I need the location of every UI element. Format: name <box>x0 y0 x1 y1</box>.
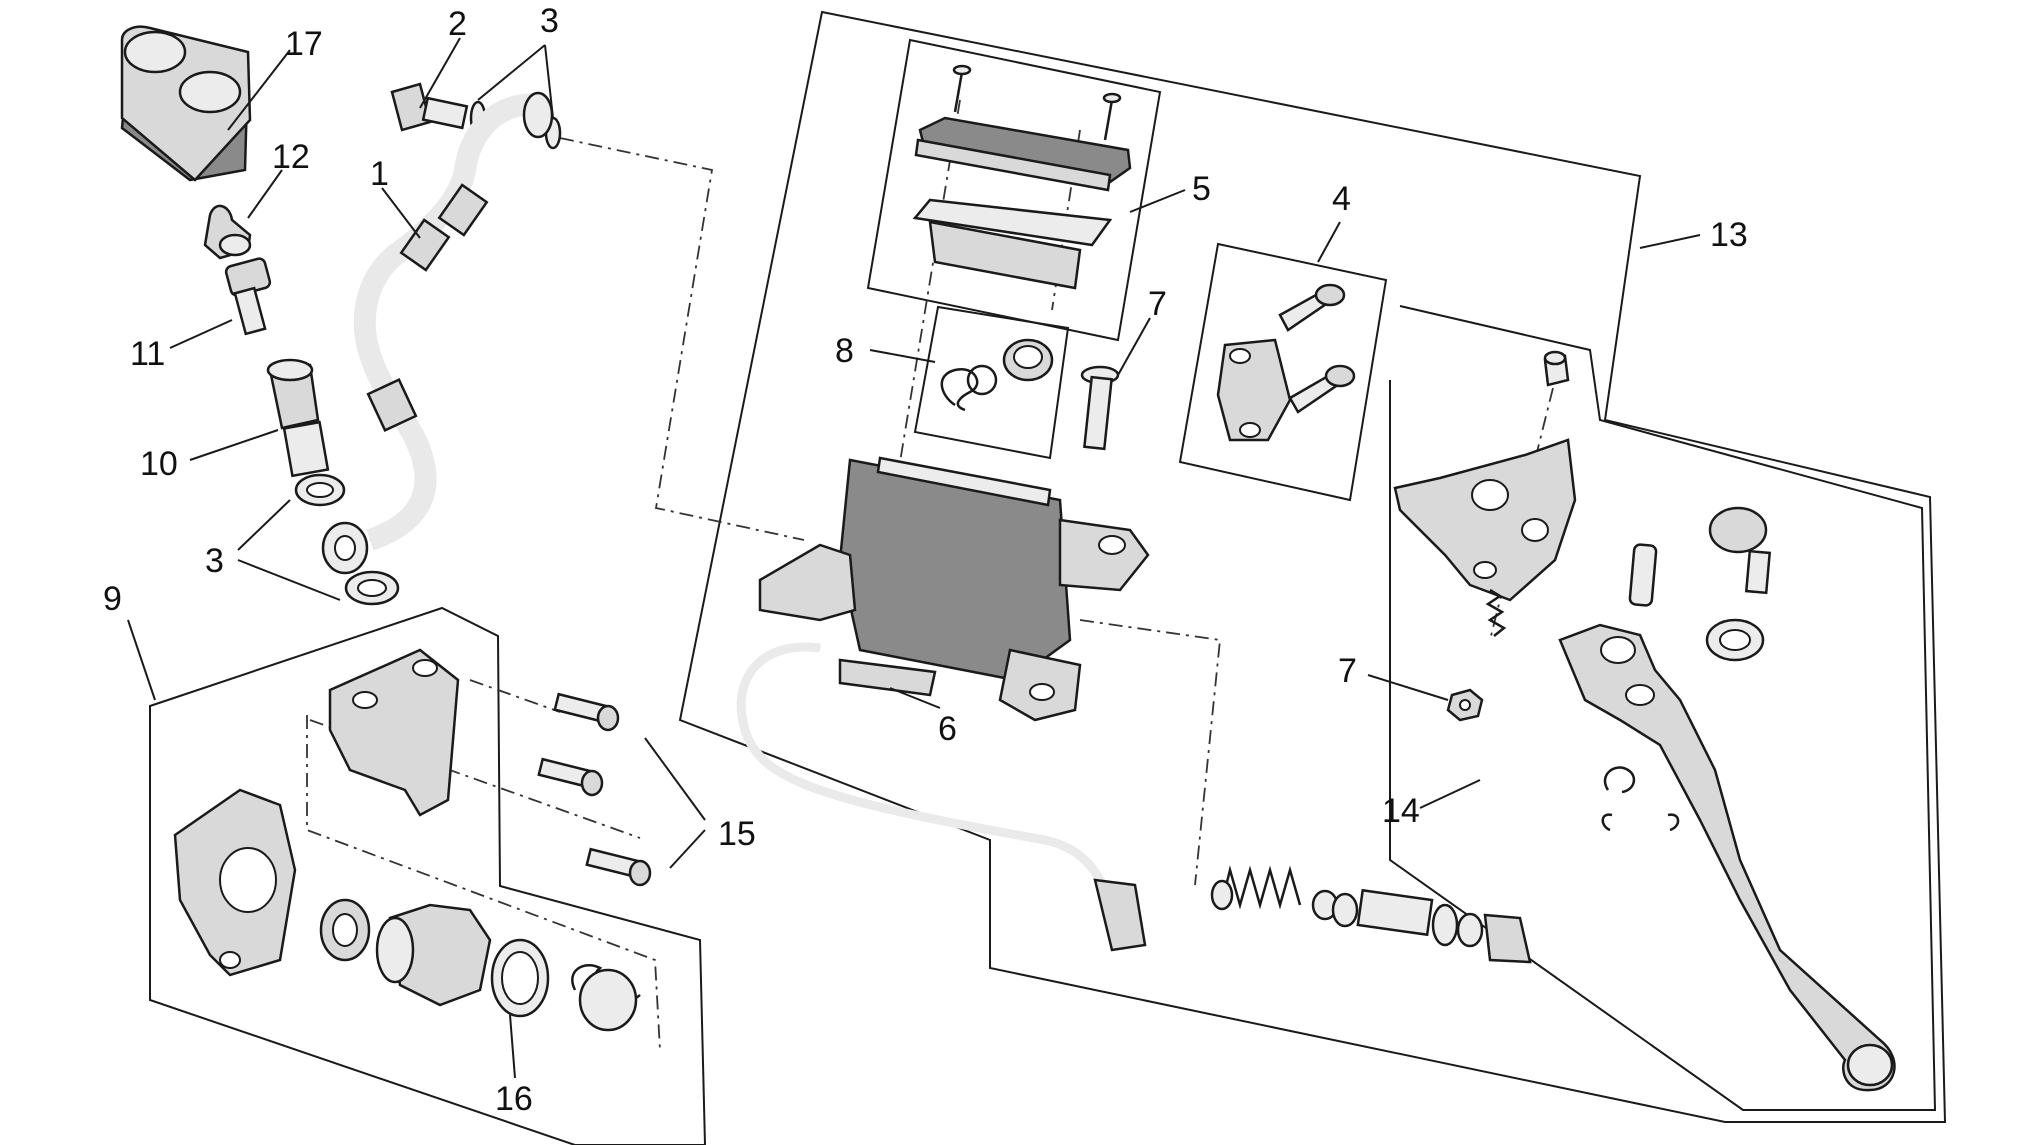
part-slave-spring <box>571 964 641 1032</box>
part-5-reservoir-cap <box>912 64 1132 290</box>
callout-17: 17 <box>285 25 323 63</box>
master-cylinder-body <box>758 456 1150 722</box>
callout-2: 2 <box>448 5 467 43</box>
callout-9: 9 <box>103 580 122 618</box>
callout-13: 13 <box>1710 216 1748 254</box>
part-8-seal-kit <box>940 338 1054 412</box>
frame-8-ring-kit <box>913 305 1070 460</box>
part-lever-bracket <box>1393 350 1577 602</box>
callout-12: 12 <box>272 138 310 176</box>
leader-lines <box>127 37 1701 1079</box>
part-circlip-1 <box>1603 766 1636 794</box>
frame-13-assembly <box>678 10 1947 1123</box>
frame-4-clamp <box>1178 242 1388 502</box>
frame-9-slave-cylinder <box>149 606 707 1145</box>
part-clutch-lever <box>1558 623 1896 1092</box>
part-3-washer-lower-2 <box>344 570 400 606</box>
callout-8: 8 <box>835 332 854 370</box>
callout-10: 10 <box>140 445 178 483</box>
frame-14-lever <box>1389 305 1937 1111</box>
callout-3-upper: 3 <box>540 2 559 40</box>
part-11-bleed-screw <box>224 257 272 336</box>
axis-line-piston <box>1079 619 1221 886</box>
callout-11: 11 <box>130 335 165 373</box>
callout-5: 5 <box>1192 170 1211 208</box>
part-slave-piston <box>375 903 492 1007</box>
part-17-sleeve <box>120 25 252 182</box>
part-lever-spring <box>1485 588 1507 637</box>
part-2-banjo-bolt <box>390 82 469 132</box>
callout-7-upper: 7 <box>1148 285 1167 323</box>
part-4-handlebar-clamp <box>1216 283 1356 442</box>
part-7-nut <box>1446 688 1484 722</box>
callout-14: 14 <box>1382 792 1420 830</box>
part-circlip-2 <box>1601 813 1680 832</box>
callout-6: 6 <box>938 710 957 748</box>
callout-15: 15 <box>718 815 756 853</box>
part-7-pivot-screw-upper <box>1080 365 1120 451</box>
part-slave-seal <box>319 898 371 962</box>
callout-3-lower: 3 <box>205 542 224 580</box>
part-piston-assembly <box>1210 865 1532 964</box>
part-12-bleed-cap <box>203 204 252 260</box>
part-adjuster-knob <box>1705 506 1772 662</box>
part-16-piston-seal <box>490 938 550 1018</box>
callout-1: 1 <box>370 155 389 193</box>
part-lever-pin <box>1628 543 1658 607</box>
part-10-union-fitting <box>266 358 330 478</box>
callout-4: 4 <box>1332 180 1351 218</box>
part-15-bolts <box>537 692 652 887</box>
callout-7-lower: 7 <box>1338 652 1357 690</box>
part-slave-cylinder-body <box>173 788 297 977</box>
part-slave-cylinder-cover <box>328 648 460 817</box>
axis-line-slave-bolts <box>469 679 561 713</box>
axis-line-slave-front <box>306 715 661 1051</box>
part-1-clutch-hose <box>321 91 554 575</box>
part-3-washer-lower-1 <box>294 473 346 507</box>
axis-line-hose <box>559 137 805 541</box>
callout-16: 16 <box>495 1080 533 1118</box>
part-6-clutch-switch <box>736 642 1147 952</box>
frame-5-reservoir-cap <box>866 38 1162 342</box>
